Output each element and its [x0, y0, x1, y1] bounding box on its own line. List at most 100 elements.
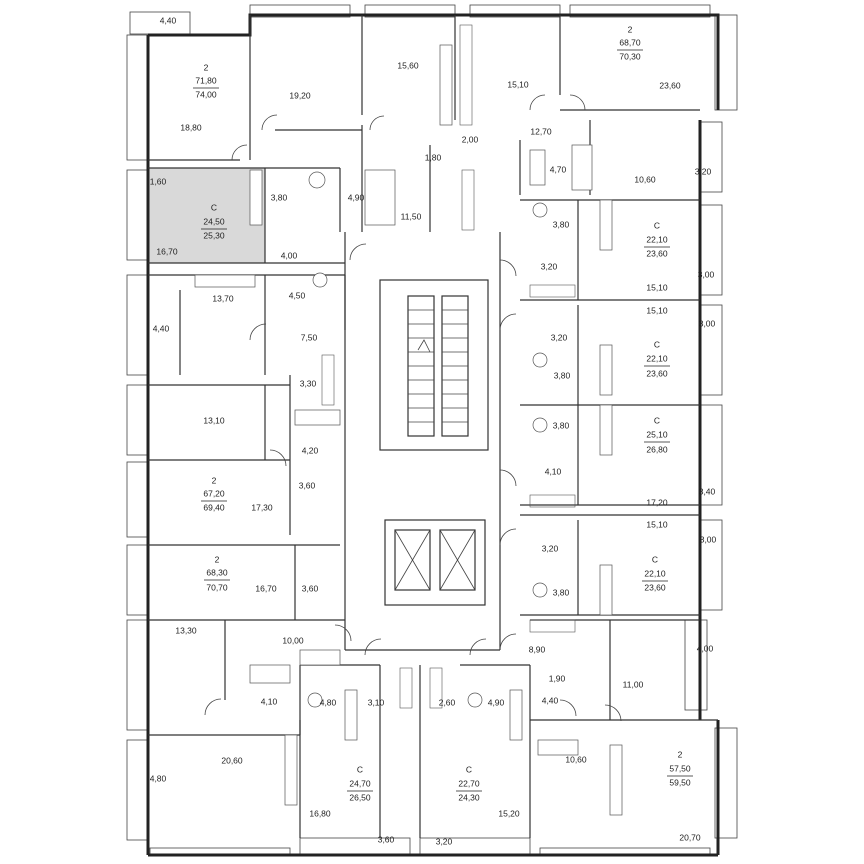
unit-living-area: 25,10	[646, 429, 668, 439]
room-area: 15,10	[646, 519, 668, 529]
unit-rooms: C	[466, 764, 472, 774]
room-area: 20,70	[679, 832, 701, 842]
unit-living-area: 22,10	[646, 234, 668, 244]
unit-living-area: 24,50	[203, 216, 225, 226]
unit-living-area: 22,10	[644, 568, 666, 578]
unit-rooms: C	[654, 339, 660, 349]
room-area: 4,10	[261, 696, 278, 706]
facade-bays	[126, 4, 738, 857]
room-area: 2,00	[462, 134, 479, 144]
room-area: 18,80	[180, 122, 202, 132]
unit-total-area: 25,30	[203, 230, 225, 240]
room-area: 3,20	[551, 332, 568, 342]
room-area: 3,80	[271, 192, 288, 202]
room-area: 15,10	[646, 305, 668, 315]
room-area: 1,60	[150, 176, 167, 186]
room-area: 16,70	[156, 246, 178, 256]
room-area: 8,90	[529, 644, 546, 654]
unit-total-area: 24,30	[458, 792, 480, 802]
room-area: 3,00	[698, 269, 715, 279]
unit-rooms: C	[652, 554, 658, 564]
room-area: 3,80	[554, 370, 571, 380]
room-area: 16,80	[309, 808, 331, 818]
outer-wall	[146, 13, 720, 857]
room-area: 19,20	[289, 90, 311, 100]
unit-living-area: 71,80	[195, 75, 217, 85]
unit-rooms: C	[211, 202, 217, 212]
room-area: 23,60	[659, 80, 681, 90]
shafts	[321, 24, 576, 709]
room-area: 3,80	[553, 219, 570, 229]
room-area: 15,10	[646, 282, 668, 292]
room-area: 15,20	[498, 808, 520, 818]
room-area: 4,90	[348, 192, 365, 202]
unit-rooms: 2	[215, 554, 220, 564]
room-area: 4,00	[697, 643, 714, 653]
room-area: 10,00	[282, 635, 304, 645]
room-area: 13,10	[203, 415, 225, 425]
unit-total-area: 70,70	[206, 582, 228, 592]
unit-living-area: 24,70	[349, 778, 371, 788]
room-area: 12,70	[530, 126, 552, 136]
interior-walls	[148, 15, 718, 838]
room-area: 1,80	[425, 152, 442, 162]
bath-fixtures	[194, 44, 623, 816]
room-area: 10,60	[565, 754, 587, 764]
room-area: 4,20	[302, 445, 319, 455]
room-area: 17,20	[646, 497, 668, 507]
apartment-labels: 2 71,80 74,00 2 68,70 70,30 C 24,50 25,3…	[193, 24, 693, 802]
door-swings	[204, 94, 622, 722]
room-area: 4,40	[153, 323, 170, 333]
room-area: 3,20	[541, 261, 558, 271]
room-area: 4,70	[550, 164, 567, 174]
unit-total-area: 69,40	[203, 502, 225, 512]
room-area: 7,50	[301, 332, 318, 342]
unit-living-area: 68,30	[206, 567, 228, 577]
room-area: 4,50	[289, 290, 306, 300]
unit-living-area: 67,20	[203, 488, 225, 498]
room-area: 3,20	[542, 543, 559, 553]
room-area: 4,10	[545, 466, 562, 476]
room-area: 3,80	[553, 587, 570, 597]
unit-rooms: C	[654, 220, 660, 230]
stair-core	[379, 279, 489, 606]
room-area: 13,30	[175, 625, 197, 635]
room-area: 3,00	[700, 534, 717, 544]
unit-total-area: 23,60	[646, 368, 668, 378]
room-area: 3,10	[368, 697, 385, 707]
room-area: 4,40	[542, 695, 559, 705]
room-area: 11,00	[623, 679, 644, 689]
unit-total-area: 74,00	[195, 89, 217, 99]
unit-living-area: 57,50	[669, 763, 691, 773]
room-area: 17,30	[251, 502, 273, 512]
room-area: 3,30	[300, 378, 317, 388]
room-area: 16,70	[255, 583, 277, 593]
room-area: 3,00	[699, 318, 716, 328]
unit-rooms: 2	[678, 749, 683, 759]
unit-rooms: C	[357, 764, 363, 774]
unit-rooms: 2	[212, 475, 217, 485]
room-area-labels: 4,40 19,20 15,60 15,10 23,60 18,80 2,00 …	[150, 15, 717, 846]
room-area: 4,40	[160, 15, 177, 25]
unit-total-area: 26,50	[349, 792, 371, 802]
room-area: 2,60	[439, 697, 456, 707]
unit-total-area: 23,60	[646, 248, 668, 258]
room-area: 4,80	[150, 773, 167, 783]
room-area: 3,60	[378, 834, 395, 844]
room-area: 4,00	[281, 250, 298, 260]
room-area: 3,40	[699, 486, 716, 496]
room-area: 1,90	[549, 673, 566, 683]
unit-total-area: 26,80	[646, 444, 668, 454]
highlighted-balcony	[148, 168, 178, 213]
room-area: 15,10	[507, 79, 529, 89]
unit-total-area: 59,50	[669, 777, 691, 787]
room-area: 20,60	[221, 755, 243, 765]
unit-living-area: 22,10	[646, 353, 668, 363]
room-area: 3,20	[695, 166, 712, 176]
room-area: 3,80	[553, 420, 570, 430]
room-area: 3,20	[436, 836, 453, 846]
room-area: 15,60	[397, 60, 419, 70]
unit-rooms: 2	[204, 62, 209, 72]
room-area: 11,50	[401, 211, 422, 221]
